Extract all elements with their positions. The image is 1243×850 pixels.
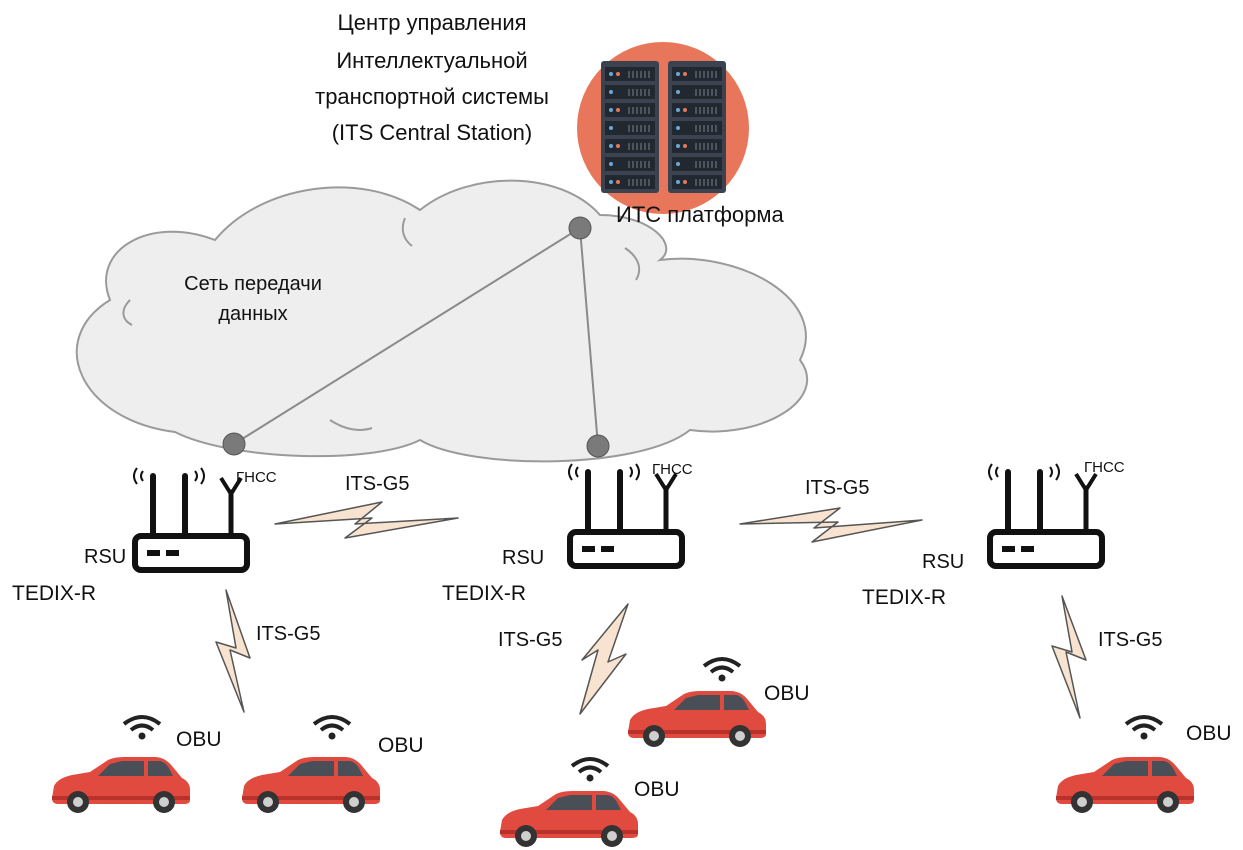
rsu-router-3-icon: [989, 464, 1102, 566]
rsu-3-label: RSU: [922, 551, 964, 573]
link-rsu1-obu-label: ITS-G5: [256, 623, 320, 645]
lightning-rsu3-obu: [1051, 595, 1087, 719]
rsu-3-model: TEDIX-R: [862, 586, 946, 609]
center-title-line-4: (ITS Central Station): [332, 120, 533, 145]
obu-2-label: OBU: [378, 734, 424, 757]
rsu-router-1-icon: [134, 468, 247, 570]
rsu-2-gnss: ГНСС: [652, 461, 693, 478]
network-label-line-1: Сеть передачи: [184, 273, 322, 295]
network-node-left: [222, 432, 246, 456]
obu-5-label: OBU: [1186, 722, 1232, 745]
link-rsu2-rsu3-label: ITS-G5: [805, 477, 869, 499]
car-5-icon: [1056, 757, 1194, 813]
obu-3-label: OBU: [764, 682, 810, 705]
center-title-line-3: транспортной системы: [315, 84, 549, 109]
server-rack-right-icon: [667, 60, 727, 194]
data-network-cloud: [75, 179, 808, 463]
network-label-line-2: данных: [218, 303, 287, 325]
obu-4-label: OBU: [634, 778, 680, 801]
platform-node: [568, 216, 592, 240]
lightning-rsu2-obu: [579, 603, 629, 715]
rsu-2-model: TEDIX-R: [442, 582, 526, 605]
car-3-icon: [628, 691, 766, 747]
lightning-rsu1-obu: [215, 589, 251, 713]
obu-2-wifi-icon: [312, 715, 352, 742]
rsu-3-gnss: ГНСС: [1084, 459, 1125, 476]
rsu-1-label: RSU: [84, 546, 126, 568]
obu-1-wifi-icon: [122, 715, 162, 742]
link-rsu1-rsu2-label: ITS-G5: [345, 473, 409, 495]
center-title-line-1: Центр управления: [337, 10, 526, 35]
center-title-line-2: Интеллектуальной: [336, 48, 527, 73]
platform-label: ИТС платформа: [616, 202, 785, 227]
rsu-1-gnss: ГНСС: [236, 469, 277, 486]
lightning-rsu2-rsu3: [739, 507, 923, 543]
network-links: [233, 227, 599, 447]
car-4-icon: [500, 791, 638, 847]
link-rsu2-obu-label: ITS-G5: [498, 629, 562, 651]
server-rack-left-icon: [600, 60, 660, 194]
obu-5-wifi-icon: [1124, 715, 1164, 742]
network-node-middle: [586, 434, 610, 458]
rsu-router-2-icon: [569, 464, 682, 566]
rsu-1-model: TEDIX-R: [12, 582, 96, 605]
obu-1-label: OBU: [176, 728, 222, 751]
lightning-rsu1-rsu2: [274, 501, 459, 539]
link-rsu3-obu-label: ITS-G5: [1098, 629, 1162, 651]
obu-3-wifi-icon: [702, 657, 742, 684]
obu-4-wifi-icon: [570, 757, 610, 784]
car-2-icon: [242, 757, 380, 813]
rsu-2-label: RSU: [502, 547, 544, 569]
car-1-icon: [52, 757, 190, 813]
